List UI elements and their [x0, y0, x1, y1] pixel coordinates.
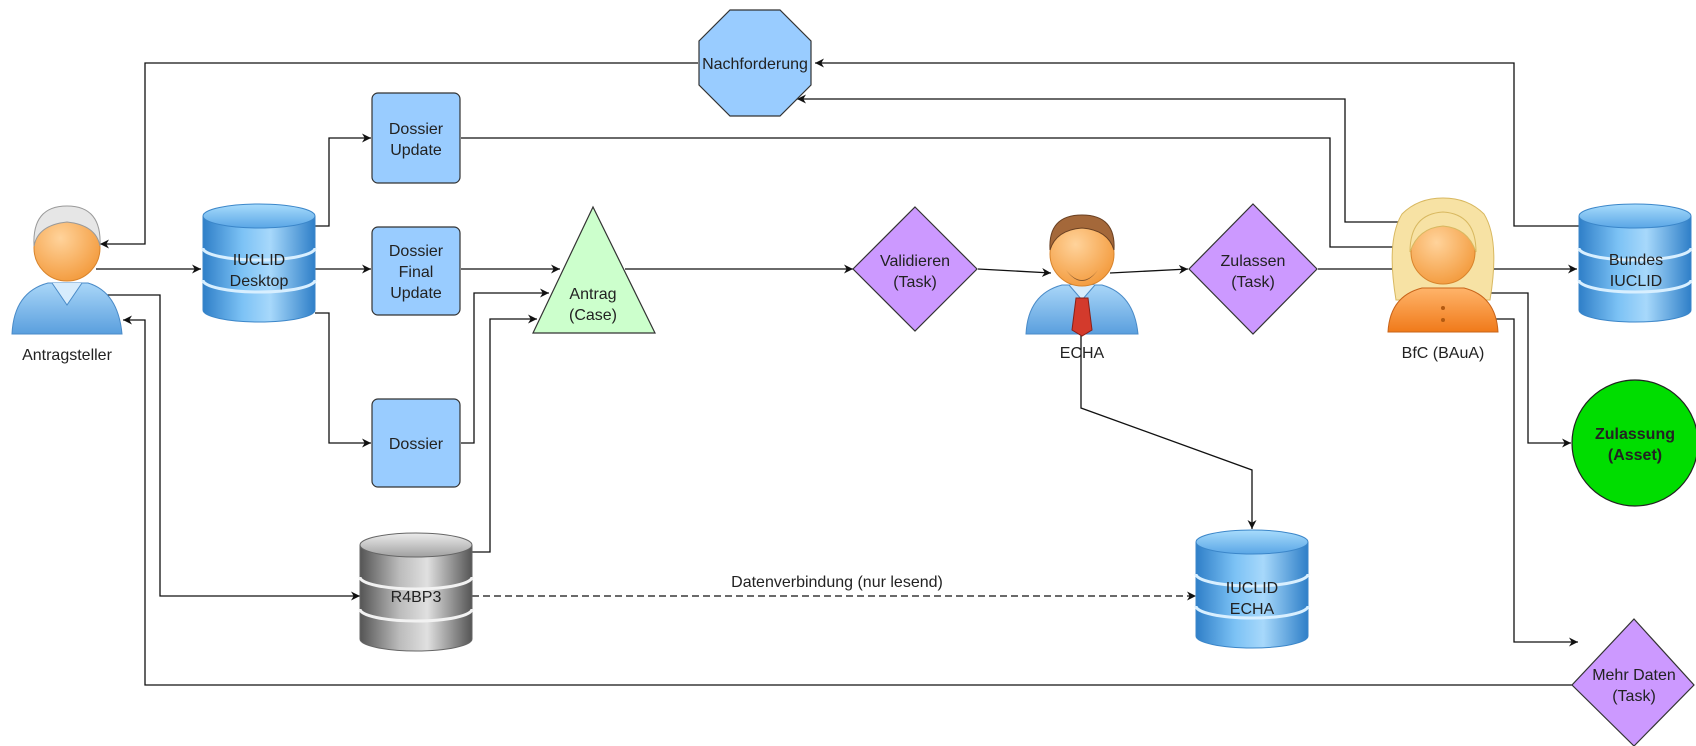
antragsteller-label: Antragsteller	[22, 347, 112, 364]
dossier-final-update-line2: Final	[399, 264, 434, 281]
zulassen-line1: Zulassen	[1221, 253, 1286, 270]
edge-label-datenverbindung: Datenverbindung (nur lesend)	[731, 574, 943, 591]
zulassung-line1: Zulassung	[1595, 426, 1675, 443]
validieren-line2: (Task)	[893, 274, 937, 291]
node-zulassung-asset[interactable]: Zulassung (Asset)	[1571, 379, 1696, 507]
mehr-daten-line2: (Task)	[1612, 688, 1656, 705]
node-dossier-final-update[interactable]: Dossier Final Update	[371, 226, 461, 316]
zulassen-line2: (Task)	[1231, 274, 1275, 291]
edge-echa-zulassen	[1109, 264, 1189, 274]
validieren-line1: Validieren	[880, 253, 950, 270]
antrag-line2: (Case)	[569, 307, 617, 324]
edge-dossier-antrag	[461, 288, 549, 444]
person-blonde-hair-icon	[1387, 197, 1499, 333]
iuclid-desktop-line2: Desktop	[230, 273, 289, 290]
nachforderung-label: Nachforderung	[702, 56, 808, 73]
edge-validieren-echa	[977, 268, 1052, 278]
dossier-label: Dossier	[389, 436, 444, 453]
node-r4bp3[interactable]: R4BP3	[358, 531, 474, 653]
node-antragsteller[interactable]: Antragsteller	[11, 205, 123, 364]
dossier-update-line2: Update	[390, 142, 442, 159]
bfc-label: BfC (BAuA)	[1402, 345, 1485, 362]
node-zulassen[interactable]: Zulassen (Task)	[1188, 203, 1318, 335]
person-brown-hair-icon	[1025, 214, 1139, 337]
mehr-daten-line1: Mehr Daten	[1592, 667, 1676, 684]
node-iuclid-echa[interactable]: IUCLID ECHA	[1194, 528, 1310, 650]
iuclid-desktop-line1: IUCLID	[233, 252, 285, 269]
node-dossier-update[interactable]: Dossier Update	[371, 92, 461, 184]
edge-bundes-nachforderung	[815, 58, 1579, 227]
echa-label: ECHA	[1060, 345, 1105, 362]
edge-bfc-nachforderung	[797, 94, 1416, 223]
dossier-final-update-line3: Update	[390, 285, 442, 302]
node-echa[interactable]: ECHA	[1025, 214, 1139, 362]
edge-r4bp3-antrag	[472, 314, 537, 553]
connectors	[96, 58, 1579, 686]
antrag-line1: Antrag	[569, 286, 616, 303]
edge-iuclid-dossier	[315, 312, 371, 448]
node-dossier[interactable]: Dossier	[371, 398, 461, 488]
edge-nachforderung-antragsteller	[100, 62, 698, 249]
edge-echa-iuclid-echa	[1080, 330, 1257, 529]
edge-bfc-zulassung	[1478, 292, 1571, 448]
iuclid-echa-line2: ECHA	[1230, 601, 1275, 618]
node-validieren[interactable]: Validieren (Task)	[852, 206, 978, 332]
person-gray-hair-icon	[11, 205, 123, 335]
zulassung-line2: (Asset)	[1608, 447, 1662, 464]
bundes-iuclid-line1: Bundes	[1609, 252, 1663, 269]
dossier-final-update-line1: Dossier	[389, 243, 444, 260]
edge-dossier-update-bfc	[461, 137, 1410, 252]
dossier-update-line1: Dossier	[389, 121, 444, 138]
node-bundes-iuclid[interactable]: Bundes IUCLID	[1577, 202, 1693, 324]
r4bp3-label: R4BP3	[391, 589, 442, 606]
bundes-iuclid-line2: IUCLID	[1610, 273, 1662, 290]
node-mehr-daten[interactable]: Mehr Daten (Task)	[1571, 618, 1695, 746]
node-iuclid-desktop[interactable]: IUCLID Desktop	[201, 202, 317, 324]
edge-antragsteller-r4bp3	[96, 294, 360, 601]
edge-iuclid-dossier-update	[315, 133, 371, 227]
edge-mehr-daten-antragsteller	[123, 315, 1572, 686]
node-bfc[interactable]: BfC (BAuA)	[1387, 197, 1499, 362]
node-nachforderung[interactable]: Nachforderung	[698, 9, 812, 117]
node-antrag-case[interactable]: Antrag (Case)	[532, 205, 656, 334]
iuclid-echa-line1: IUCLID	[1226, 580, 1278, 597]
